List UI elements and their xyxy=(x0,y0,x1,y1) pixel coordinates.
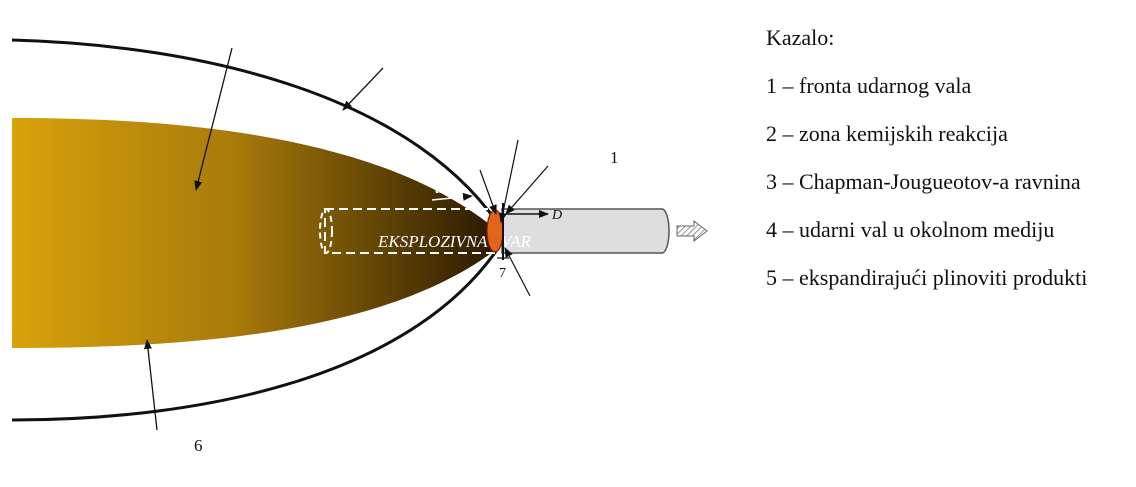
velocity-u-label: u xyxy=(435,182,443,197)
leader-line-shock-front-bottom xyxy=(144,339,158,431)
leader-line-reaction-zone xyxy=(504,247,531,297)
leader-line-front-3 xyxy=(479,169,497,215)
charge-end-cap xyxy=(319,208,333,254)
callout-number-7: 7 xyxy=(499,266,506,281)
explosive-label: EKSPLOZIVNA TVAR xyxy=(377,232,531,251)
callout-number-6: 6 xyxy=(194,436,203,455)
legend-item-shock-front: 1 – fronta udarnog vala xyxy=(766,73,972,98)
callout-number-1: 1 xyxy=(610,148,619,167)
legend-item-cj-plane: 3 – Chapman-Jougueotov-a ravnina xyxy=(766,169,1081,194)
legend-item-medium-shock: 4 – udarni val u okolnom mediju xyxy=(766,217,1055,242)
unreacted-charge xyxy=(501,208,670,254)
legend: Kazalo: 1 – fronta udarnog vala 2 – zona… xyxy=(766,14,1126,302)
leader-line-products xyxy=(194,47,233,191)
movement-direction-arrow xyxy=(676,219,708,243)
legend-item-reaction-zone: 2 – zona kemijskih reakcija xyxy=(766,121,1008,146)
leader-line-front-2 xyxy=(505,165,549,215)
legend-title: Kazalo: xyxy=(766,25,835,50)
detonation-diagram: EKSPLOZIVNA TVAR u D 1 6 7 xyxy=(11,38,708,455)
velocity-u-arrow xyxy=(431,192,473,201)
detonation-d-label: D xyxy=(551,208,562,223)
reaction-zone xyxy=(486,209,504,253)
leader-line-front-1 xyxy=(498,139,519,223)
legend-item-gas-products: 5 – ekspandirajući plinoviti produkti xyxy=(766,265,1088,290)
leader-line-shock-front-top xyxy=(342,67,384,111)
gaseous-products-region xyxy=(12,118,508,348)
